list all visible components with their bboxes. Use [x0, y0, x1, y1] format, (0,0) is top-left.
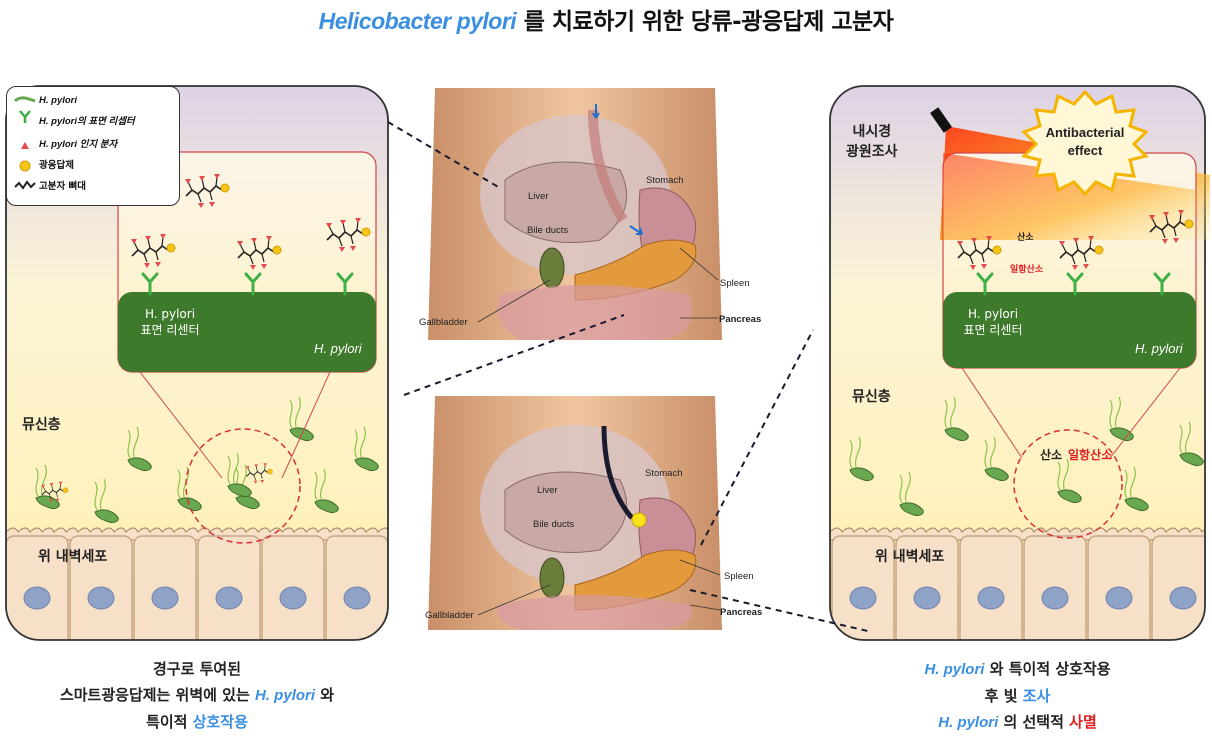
right-caption-1b: 와 특이적 상호작용 — [984, 660, 1111, 678]
legend-item-recognition: H. pylori 인지 분자 — [39, 139, 118, 150]
singlet-oxygen-label: 일항산소 — [1010, 265, 1044, 275]
endoscope-line-2: 광원조사 — [846, 144, 898, 160]
anatomy-top — [428, 88, 722, 340]
endoscope-tube-icon — [601, 425, 634, 520]
right-zoom-circle — [1013, 429, 1123, 539]
right-caption-1a: H. pylori — [924, 661, 985, 678]
left-caption-2a: 스마트광응답제는 위벽에 있는 — [59, 686, 256, 704]
title-italic: Helicobacter pylori — [318, 8, 517, 34]
left-caption-3b: 상호작용 — [192, 713, 248, 731]
legend-item-receptor: H. pylori의 표면 리셉터 — [39, 116, 135, 127]
left-epithelium-label: 위 내벽세포 — [38, 549, 108, 565]
legend: H. pylori H. pylori의 표면 리셉터 H. pylori 인지… — [6, 86, 180, 206]
gallbladder-label-bottom: Gallbladder — [425, 610, 474, 621]
right-caption-2b: 조사 — [1022, 687, 1051, 705]
left-caption-2c: 와 — [315, 686, 335, 704]
right-caption-line-2: 후 빛 조사 — [830, 683, 1205, 709]
left-receptor-label: H. pylori 표면 리센터 — [140, 306, 200, 338]
right-caption-line-1: H. pylori 와 특이적 상호작용 — [830, 656, 1205, 683]
effect-line-2: effect — [1067, 143, 1103, 158]
gallbladder-label-top: Gallbladder — [419, 317, 468, 328]
title-rest: 를 치료하기 위한 당류-광응답제 고분자 — [516, 9, 894, 35]
right-receptor-label: H. pylori 표면 리센터 — [963, 306, 1023, 338]
legend-item-photosensitizer: 광응답제 — [39, 160, 74, 171]
left-caption-2b: H. pylori — [255, 687, 316, 704]
right-cell-label: H. pylori — [1135, 341, 1183, 356]
liver-label-bottom: Liver — [537, 485, 558, 496]
sun-icon — [19, 160, 31, 172]
right-receptor-label-2: 표면 리센터 — [963, 323, 1023, 337]
stomach-label-top: Stomach — [646, 175, 684, 186]
bile-ducts-label-top: Bile ducts — [527, 225, 569, 236]
right-caption-2a: 후 빛 — [984, 687, 1023, 705]
spleen-label-bottom: Spleen — [724, 571, 754, 582]
right-caption-3b: 의 선택적 — [998, 713, 1070, 731]
left-cell-surface — [118, 292, 376, 372]
legend-item-backbone: 고분자 뼈대 — [39, 181, 87, 192]
left-receptor-label-1: H. pylori — [144, 307, 196, 321]
endoscope-line-1: 내시경 — [852, 124, 892, 140]
left-cell-label: H. pylori — [314, 341, 362, 356]
anatomy-bottom — [428, 396, 722, 630]
left-zoom-circle — [185, 428, 301, 544]
antibacterial-starburst — [1021, 89, 1149, 197]
figure-title: Helicobacter pylori 를 치료하기 위한 당류-광응답제 고분… — [0, 2, 1212, 36]
right-caption-line-3: H. pylori 의 선택적 사멸 — [830, 709, 1205, 736]
zoom-oxygen-label: 산소 — [1040, 448, 1063, 462]
left-mucus-label: 뮤신층 — [22, 417, 61, 433]
right-caption-3a: H. pylori — [938, 714, 999, 731]
left-caption-line-3: 특이적 상호작용 — [6, 709, 388, 735]
right-caption: H. pylori 와 특이적 상호작용 후 빛 조사 H. pylori 의 … — [830, 656, 1205, 736]
endoscope-light-icon — [930, 107, 952, 133]
oxygen-label: 산소 — [1017, 233, 1034, 243]
antibacterial-effect-label: Antibacterial effect — [1042, 124, 1128, 160]
right-receptor-label-1: H. pylori — [967, 307, 1019, 321]
effect-line-1: Antibacterial — [1045, 125, 1125, 140]
legend-item-h-pylori: H. pylori — [39, 95, 78, 106]
left-caption-line-1: 경구로 투여된 — [152, 660, 242, 678]
legend-icons — [13, 96, 36, 190]
anatomy-leaders — [477, 247, 721, 616]
left-caption-3a: 특이적 — [146, 713, 193, 731]
bile-ducts-label-bottom: Bile ducts — [533, 519, 575, 530]
triangle-icon — [21, 142, 29, 149]
right-caption-3c: 사멸 — [1069, 713, 1097, 731]
right-cell-surface — [943, 292, 1196, 368]
zoom-connectors — [387, 121, 873, 633]
backbone-icon — [14, 180, 36, 190]
stomach-label-bottom: Stomach — [645, 468, 683, 479]
left-caption-line-2: 스마트광응답제는 위벽에 있는 H. pylori 와 — [6, 682, 388, 709]
right-epithelium-label: 위 내벽세포 — [875, 549, 945, 565]
spleen-label-top: Spleen — [720, 278, 750, 289]
right-mucus-label: 뮤신층 — [852, 389, 891, 405]
pancreas-label-bottom: Pancreas — [720, 607, 763, 618]
liver-label-top: Liver — [528, 191, 549, 202]
zoom-singlet-label: 일항산소 — [1068, 448, 1113, 462]
bacterium-icon — [13, 96, 36, 103]
left-receptor-label-2: 표면 리센터 — [140, 323, 200, 337]
left-caption: 경구로 투여된 스마트광응답제는 위벽에 있는 H. pylori 와 특이적 … — [6, 656, 388, 735]
pancreas-label-top: Pancreas — [719, 314, 762, 325]
receptor-icon — [19, 110, 31, 123]
